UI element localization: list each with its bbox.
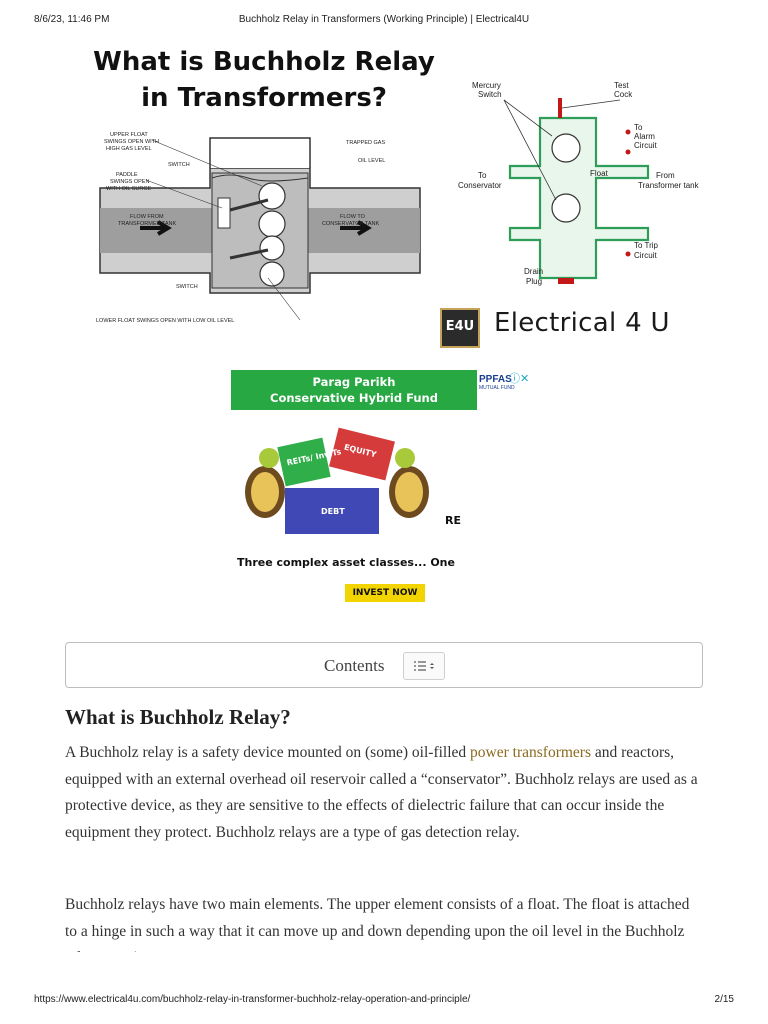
ad-tagline: Three complex asset classes... One si <box>237 556 459 569</box>
svg-text:Plug: Plug <box>526 277 542 286</box>
ad-side-partial: RE <box>445 514 461 527</box>
label-from-tank: From <box>656 171 675 180</box>
ad-choices-icon[interactable]: ⓘ✕ <box>509 372 530 385</box>
brand-logo: E4U Electrical 4 U <box>438 304 708 350</box>
svg-text:Conservator: Conservator <box>458 181 502 190</box>
print-header: 8/6/23, 11:46 PM Buchholz Relay in Trans… <box>0 14 768 30</box>
label-float: Float <box>590 169 609 178</box>
svg-text:Cock: Cock <box>614 90 633 99</box>
label-flow-from: FLOW FROM <box>130 214 164 220</box>
ad-illustration: REITs/ InvITs EQUITY DEBT RE <box>245 427 461 534</box>
svg-text:TRANSFORMER TANK: TRANSFORMER TANK <box>118 221 176 227</box>
label-to-trip: To Trip <box>634 241 659 250</box>
ad-banner-line2: Conservative Hybrid Fund <box>270 391 438 405</box>
print-footer: https://www.electrical4u.com/buchholz-re… <box>0 994 768 1008</box>
svg-text:Circuit: Circuit <box>634 251 657 260</box>
label-oil-level: OIL LEVEL <box>358 158 385 164</box>
svg-text:SWINGS OPEN: SWINGS OPEN <box>110 179 149 185</box>
table-of-contents[interactable]: Contents <box>65 642 703 688</box>
print-url: https://www.electrical4u.com/buchholz-re… <box>34 994 471 1005</box>
power-transformers-link[interactable]: power transformers <box>470 744 591 761</box>
buchholz-schematic-diagram: Mercury Switch Test Cock To Alarm Circui… <box>458 81 700 286</box>
print-page-title: Buchholz Relay in Transformers (Working … <box>238 14 530 25</box>
brand-chip-text: E4U <box>445 319 475 334</box>
toc-toggle-button[interactable] <box>403 652 445 680</box>
invest-now-button[interactable]: INVEST NOW <box>345 584 425 602</box>
svg-text:SWINGS OPEN WITH: SWINGS OPEN WITH <box>104 139 159 145</box>
svg-text:Transformer tank: Transformer tank <box>638 181 700 190</box>
ad-banner-line1: Parag Parikh <box>312 375 396 389</box>
label-to-conservator: To <box>478 171 487 180</box>
svg-text:Switch: Switch <box>478 90 502 99</box>
brand-name: Electrical 4 U <box>494 308 670 338</box>
label-switch-top: SWITCH <box>168 162 190 168</box>
hero-image: What is Buchholz Relay in Transformers? … <box>80 42 712 360</box>
advertisement[interactable]: Parag Parikh Conservative Hybrid Fund PP… <box>231 370 539 612</box>
label-trapped-gas: TRAPPED GAS <box>346 140 385 146</box>
paragraph-intro: A Buchholz relay is a safety device moun… <box>65 744 698 841</box>
label-to-alarm: To <box>634 123 643 132</box>
label-upper-float: UPPER FLOAT <box>110 132 148 138</box>
list-toggle-icon <box>414 661 434 671</box>
paragraph-elements: Buchholz relays have two main elements. … <box>65 896 690 952</box>
article-body: What is Buchholz Relay? A Buchholz relay… <box>65 700 705 952</box>
toc-label: Contents <box>324 656 385 675</box>
label-mercury-switch: Mercury <box>472 81 501 90</box>
hero-title-line1: What is Buchholz Relay <box>93 47 435 77</box>
label-lower-float: LOWER FLOAT SWINGS OPEN WITH LOW OIL LEV… <box>96 318 234 324</box>
hero-title-line2: in Transformers? <box>141 83 387 113</box>
buchholz-cross-section-diagram: UPPER FLOAT SWINGS OPEN WITH HIGH GAS LE… <box>96 132 421 324</box>
label-flow-to: FLOW TO <box>340 214 366 220</box>
label-switch-bottom: SWITCH <box>176 284 198 290</box>
ad-banner[interactable]: Parag Parikh Conservative Hybrid Fund <box>231 370 477 410</box>
print-datetime: 8/6/23, 11:46 PM <box>34 14 110 25</box>
print-page-number: 2/15 <box>714 994 734 1005</box>
svg-text:WITH OIL SURGE: WITH OIL SURGE <box>106 186 152 192</box>
svg-text:HIGH GAS LEVEL: HIGH GAS LEVEL <box>106 146 152 152</box>
puzzle-debt: DEBT <box>321 507 345 516</box>
hero-title: What is Buchholz Relay in Transformers? <box>80 44 448 116</box>
label-paddle: PADDLE <box>116 172 138 178</box>
section-heading: What is Buchholz Relay? <box>65 705 291 729</box>
svg-text:CONSERVATOR TANK: CONSERVATOR TANK <box>322 221 379 227</box>
svg-text:Circuit: Circuit <box>634 141 657 150</box>
svg-text:Alarm: Alarm <box>634 132 655 141</box>
chip-icon: E4U <box>440 308 480 348</box>
label-drain-plug: Drain <box>524 267 543 276</box>
label-test-cock: Test <box>614 81 629 90</box>
